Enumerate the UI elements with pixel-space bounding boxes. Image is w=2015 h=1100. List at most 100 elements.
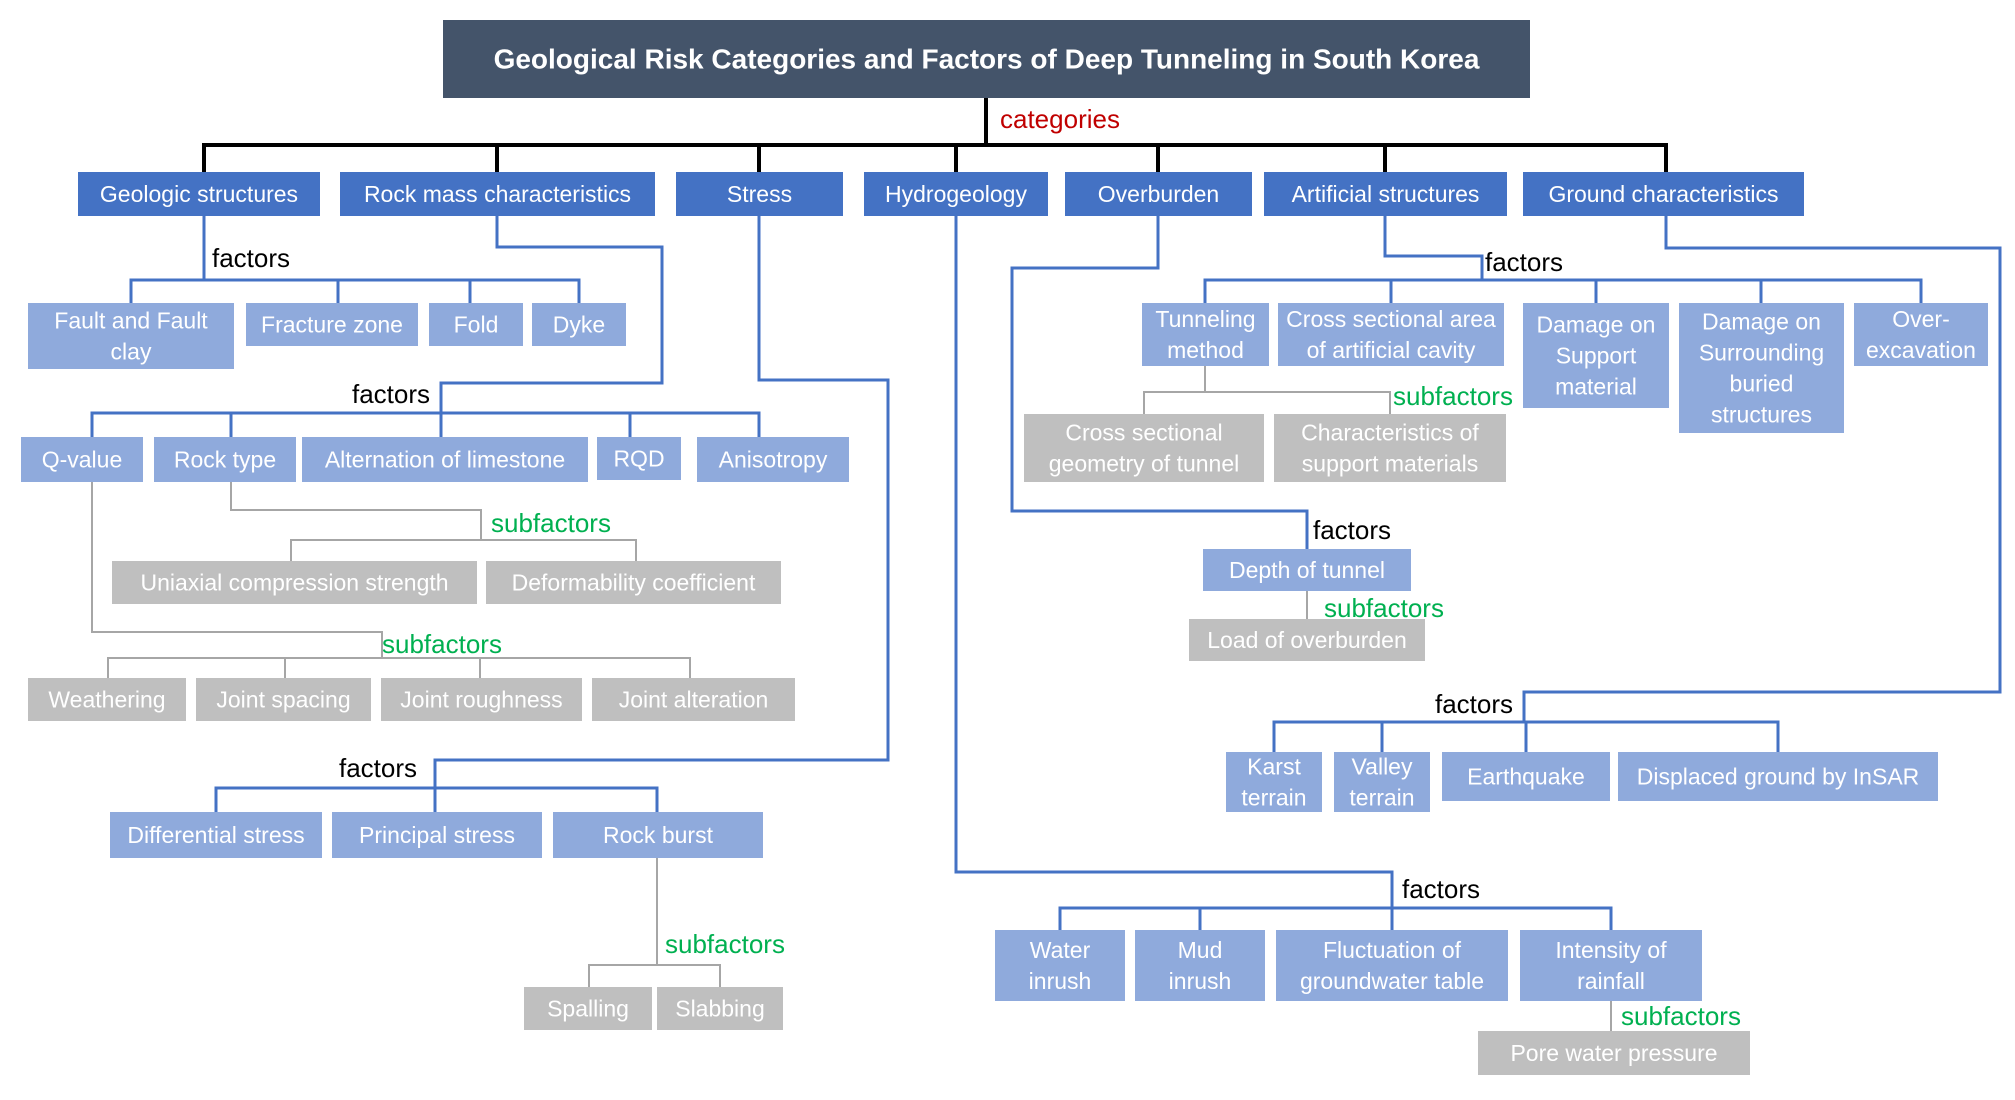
factor-label: of artificial cavity	[1307, 337, 1476, 363]
factor-box	[1142, 303, 1269, 366]
factor-box	[697, 437, 849, 482]
subfactor-deform: Deformability coefficient	[486, 561, 781, 604]
category-geo: Geologic structures	[78, 172, 320, 216]
factor-water: Water inrush	[995, 930, 1125, 1001]
subfactor-box	[1274, 414, 1506, 482]
factor-label: Karst	[1247, 754, 1301, 780]
node-boxes: Geological Risk Categories and Factors o…	[21, 20, 1988, 1075]
factor-box	[1226, 752, 1322, 812]
factor-label: Differential stress	[127, 822, 304, 848]
factor-label: Dyke	[553, 312, 605, 338]
factor-label: Damage on	[1702, 309, 1821, 335]
category-box	[78, 172, 320, 216]
subfactor-label: Characteristics of	[1301, 420, 1479, 446]
factor-label: excavation	[1866, 337, 1976, 363]
connector-lines	[90, 96, 2002, 1032]
subfactor-label: Uniaxial compression strength	[140, 570, 448, 596]
factors-label-over: factors	[1313, 515, 1391, 545]
subfactor-jspace: Joint spacing	[196, 678, 371, 721]
category-rock: Rock mass characteristics	[340, 172, 655, 216]
subfactor-weather: Weathering	[28, 678, 186, 721]
category-label: Stress	[727, 181, 792, 207]
factor-box	[1278, 303, 1504, 366]
category-label: Overburden	[1098, 181, 1219, 207]
factor-box	[1679, 303, 1844, 433]
factor-aniso: Anisotropy	[697, 437, 849, 482]
subfactor-spalling: Spalling	[524, 987, 652, 1030]
factor-box	[532, 303, 626, 346]
factors-label-stress: factors	[339, 753, 417, 783]
factor-label: Fold	[454, 312, 499, 338]
factor-box	[1854, 303, 1988, 366]
connector-stress	[433, 214, 890, 790]
subfactor-box	[486, 561, 781, 604]
category-label: Ground characteristics	[1548, 181, 1778, 207]
category-box	[1523, 172, 1804, 216]
factor-fold: Fold	[429, 303, 523, 346]
factor-label: Mud	[1178, 937, 1223, 963]
factors-label-geo: factors	[212, 243, 290, 273]
subfactors-label-rain: subfactors	[1621, 1001, 1741, 1031]
factor-dyke: Dyke	[532, 303, 626, 346]
factor-label: Cross sectional area	[1286, 306, 1496, 332]
subfactor-label: Deformability coefficient	[512, 570, 756, 596]
category-box	[1065, 172, 1252, 216]
factor-box	[1334, 752, 1430, 812]
factor-box	[1520, 930, 1702, 1001]
category-label: Geologic structures	[100, 181, 298, 207]
subfactor-pore: Pore water pressure	[1478, 1031, 1750, 1075]
subfactor-label: geometry of tunnel	[1049, 451, 1240, 477]
factor-box	[1203, 549, 1411, 591]
subfactor-label: Pore water pressure	[1510, 1040, 1717, 1066]
factor-label: Alternation of limestone	[325, 447, 565, 473]
factor-box	[1442, 752, 1610, 801]
connector-rocktype-sub	[230, 481, 482, 541]
factor-label: Water	[1030, 937, 1091, 963]
factor-princstress: Principal stress	[332, 812, 542, 858]
subfactor-box	[196, 678, 371, 721]
subfactor-box	[28, 678, 186, 721]
factor-diffstress: Differential stress	[110, 812, 322, 858]
category-label: Hydrogeology	[885, 181, 1027, 207]
factor-label: Fluctuation of	[1323, 937, 1462, 963]
factor-quake: Earthquake	[1442, 752, 1610, 801]
factor-label: Intensity of	[1555, 937, 1667, 963]
factor-depth: Depth of tunnel	[1203, 549, 1411, 591]
factor-altlime: Alternation of limestone	[302, 437, 588, 482]
title-label: Geological Risk Categories and Factors o…	[494, 44, 1480, 75]
subfactor-ucs: Uniaxial compression strength	[112, 561, 477, 604]
factor-box	[597, 437, 681, 480]
factor-rocktype: Rock type	[154, 437, 296, 482]
subfactor-box	[1478, 1031, 1750, 1075]
level-labels: categoriesfactorsfactorsfactorsfactorsfa…	[212, 104, 1741, 1031]
subfactor-label: Joint roughness	[400, 687, 562, 713]
factor-crossarea: Cross sectional area of artificial cavity	[1278, 303, 1504, 366]
subfactors-label-tunmethod: subfactors	[1393, 381, 1513, 411]
factor-label: Tunneling	[1155, 306, 1255, 332]
subfactor-slabbing: Slabbing	[657, 987, 783, 1030]
factor-box	[1523, 303, 1669, 408]
category-stress: Stress	[676, 172, 843, 216]
factors-label-hydro: factors	[1402, 874, 1480, 904]
connector-hydro	[954, 214, 1394, 910]
factor-label: Rock type	[174, 447, 276, 473]
factor-rqd: RQD	[597, 437, 681, 480]
category-label: Rock mass characteristics	[364, 181, 631, 207]
factor-label: Surrounding	[1699, 340, 1824, 366]
subfactor-box	[657, 987, 783, 1030]
factor-label: structures	[1711, 402, 1812, 428]
subfactor-load: Load of overburden	[1189, 619, 1425, 661]
factor-label: inrush	[1029, 968, 1092, 994]
factor-insar: Displaced ground by InSAR	[1618, 752, 1938, 801]
factor-box	[154, 437, 296, 482]
factor-fracture: Fracture zone	[246, 303, 418, 346]
subfactor-label: Weathering	[48, 687, 165, 713]
category-over: Overburden	[1065, 172, 1252, 216]
